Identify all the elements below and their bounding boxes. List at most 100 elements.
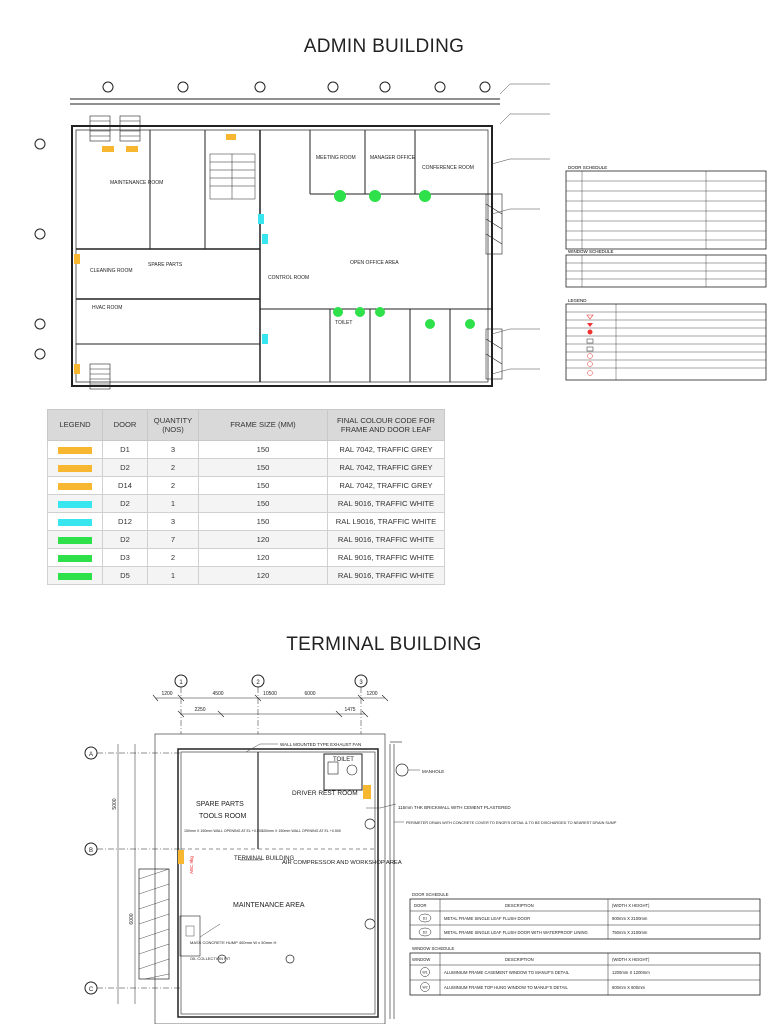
- frame-size-cell: 120: [198, 530, 328, 549]
- col-colour-code: FINAL COLOUR CODE FOR FRAME AND DOOR LEA…: [327, 409, 445, 441]
- room-tools: TOOLS ROOM: [199, 813, 246, 820]
- window-schedule-header: WINDOW: [412, 957, 430, 962]
- legend-color-swatch: [58, 536, 92, 544]
- admin-building-title: ADMIN BUILDING: [303, 36, 465, 57]
- legend-swatch-cell: [47, 548, 103, 567]
- door-cell: D2: [102, 530, 148, 549]
- legend-color-swatch: [58, 572, 92, 580]
- dimension-label: 4500: [212, 691, 223, 697]
- door-cell: D3: [102, 548, 148, 567]
- admin-room-label: CONTROL ROOM: [268, 275, 309, 281]
- note-manhole: MANHOLE: [422, 769, 444, 774]
- legend-color-swatch: [58, 500, 92, 508]
- colour-code-cell: RAL 9016, TRAFFIC WHITE: [327, 494, 445, 513]
- admin-room-label: MANAGER OFFICE: [370, 155, 416, 161]
- legend-color-swatch: [58, 518, 92, 526]
- door-cell: D14: [102, 476, 148, 495]
- room-driver-rest: DRIVER REST ROOM: [292, 790, 358, 797]
- admin-room-label: MAINTENANCE ROOM: [110, 180, 163, 186]
- admin-schedules: DOOR SCHEDULE WINDOW SCHEDULE LEGEND: [565, 165, 767, 381]
- quantity-cell: 7: [147, 530, 199, 549]
- dimension-label: 10500: [263, 691, 277, 697]
- frame-size-cell: 150: [198, 476, 328, 495]
- dimension-label: 2250: [194, 707, 205, 713]
- window-schedule-header: DESCRIPTION: [505, 957, 534, 962]
- window-size: 600mm X 600mm: [612, 985, 646, 990]
- dimension-label: 5000: [112, 798, 118, 809]
- frame-size-cell: 150: [198, 494, 328, 513]
- legend-swatch-cell: [47, 512, 103, 531]
- legend-color-swatch: [58, 446, 92, 454]
- room-toilet: TOILET: [333, 757, 354, 763]
- door-schedule-header: DESCRIPTION: [505, 903, 534, 908]
- colour-code-cell: RAL 7042, TRAFFIC GREY: [327, 476, 445, 495]
- door-desc: METAL FRAME SINGLE LEAF FLUSH DOOR WITH …: [444, 930, 588, 935]
- colour-code-cell: RAL 9016, TRAFFIC WHITE: [327, 548, 445, 567]
- admin-door-markers: [74, 134, 475, 374]
- admin-room-label: SPARE PARTS: [148, 262, 183, 268]
- colour-code-cell: RAL L9016, TRAFFIC WHITE: [327, 512, 445, 531]
- note-perimeter-drain: PERIMETER DRAIN WITH CONCRETE COVER TO E…: [406, 821, 617, 825]
- note-exhaust-fan: WALL MOUNTED TYPE EXHAUST FAN: [280, 742, 361, 747]
- quantity-cell: 1: [147, 566, 199, 585]
- window-size: 1200mm X 1200mm: [612, 970, 650, 975]
- door-tag: D1: [423, 917, 428, 921]
- room-terminal: TERMINAL BUILDING: [234, 856, 294, 862]
- note-wall-opening: 150mm X 150mm WALL OPENING AT EL +0.500: [262, 829, 341, 833]
- admin-room-label: CONFERENCE ROOM: [422, 165, 474, 171]
- window-tag: W1: [422, 971, 427, 975]
- col-quantity: QUANTITY (NOS): [147, 409, 199, 441]
- legend-swatch-cell: [47, 494, 103, 513]
- admin-room-label: TOILET: [335, 320, 352, 326]
- note-abc: ABC 9kg: [189, 856, 194, 874]
- door-cell: D1: [102, 440, 148, 459]
- admin-room-label: CLEANING ROOM: [90, 268, 133, 274]
- legend-color-swatch: [58, 464, 92, 472]
- door-legend-table: LEGEND DOOR QUANTITY (NOS) FRAME SIZE (M…: [47, 409, 445, 585]
- admin-legend-title: LEGEND: [568, 298, 587, 303]
- door-schedule-header: DOOR: [414, 903, 427, 908]
- admin-room-label: HVAC ROOM: [92, 305, 122, 311]
- door-cell: D2: [102, 494, 148, 513]
- col-frame-size: FRAME SIZE (MM): [198, 409, 328, 441]
- quantity-cell: 2: [147, 548, 199, 567]
- legend-swatch-cell: [47, 458, 103, 477]
- admin-room-label: OPEN OFFICE AREA: [350, 260, 399, 266]
- colour-code-cell: RAL 9016, TRAFFIC WHITE: [327, 566, 445, 585]
- terminal-window-schedule: WINDOW SCHEDULE WINDOW DESCRIPTION (WIDT…: [409, 946, 761, 996]
- dimension-label: 6000: [129, 913, 135, 924]
- quantity-cell: 3: [147, 440, 199, 459]
- terminal-building-title: TERMINAL BUILDING: [286, 634, 482, 655]
- quantity-cell: 2: [147, 458, 199, 477]
- admin-room-label: MEETING ROOM: [316, 155, 356, 161]
- dimension-label: 1475: [344, 707, 355, 713]
- note-oil-pit: OIL COLLECTION PIT: [190, 956, 231, 961]
- col-legend: LEGEND: [47, 409, 103, 441]
- window-schedule-header: (WIDTH X HEIGHT): [612, 957, 650, 962]
- frame-size-cell: 120: [198, 548, 328, 567]
- admin-window-schedule-title: WINDOW SCHEDULE: [568, 249, 614, 254]
- note-brickwall: 115mm THK BRICKWALL WITH CEMENT PLASTERE…: [398, 805, 511, 810]
- door-size: 900mm X 2100mm: [612, 916, 648, 921]
- door-schedule-title: DOOR SCHEDULE: [412, 892, 449, 897]
- terminal-floor-plan: 1 2 3 A B C 1200 4500 10500 6000 1200 22…: [84, 674, 761, 1024]
- legend-color-swatch: [58, 554, 92, 562]
- frame-size-cell: 150: [198, 458, 328, 477]
- door-tag: D2: [423, 931, 428, 935]
- quantity-cell: 1: [147, 494, 199, 513]
- dimension-label: 1200: [366, 691, 377, 697]
- dimension-label: 6000: [304, 691, 315, 697]
- colour-code-cell: RAL 7042, TRAFFIC GREY: [327, 458, 445, 477]
- door-color-marker: [178, 850, 184, 864]
- frame-size-cell: 120: [198, 566, 328, 585]
- note-wall-opening: 150mm X 150mm WALL OPENING AT EL +0.500: [184, 829, 263, 833]
- door-cell: D2: [102, 458, 148, 477]
- grid-col-label: 1: [179, 680, 183, 686]
- room-compressor: AIR COMPRESSOR AND WORKSHOP AREA: [282, 860, 402, 866]
